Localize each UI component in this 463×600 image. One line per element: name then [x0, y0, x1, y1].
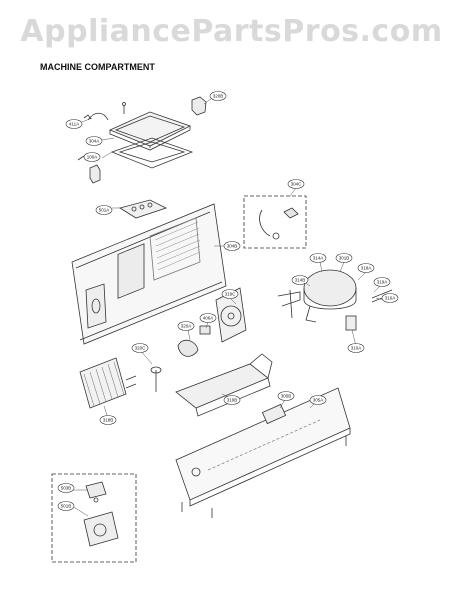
- callout-100a: 100A: [83, 152, 101, 162]
- valve-inset: [51, 473, 137, 563]
- callout-text: 320C: [135, 346, 147, 351]
- rear-panel: [71, 203, 227, 345]
- watermark-logo: AppliancePartsPros.com: [20, 14, 443, 49]
- callout-oval: [347, 343, 365, 353]
- callout-oval: [309, 253, 327, 263]
- callout-oval: [95, 205, 113, 215]
- callout-labels: 411A 304A 320B 100A 501A 304B 304C 314A 301B 314B…: [57, 91, 399, 511]
- callout-text: 320B: [213, 94, 224, 99]
- callout-text: 314A: [313, 256, 324, 261]
- callout-oval: [65, 119, 83, 129]
- callout-oval: [57, 501, 75, 511]
- callout-text: 305B: [281, 394, 292, 399]
- callout-oval: [291, 275, 309, 285]
- callout-text: 301B: [339, 256, 350, 261]
- base-plate: [175, 387, 351, 518]
- callout-320a: 320A: [177, 321, 195, 331]
- callout-320c: 320C: [131, 343, 149, 353]
- callout-304b: 304B: [223, 241, 241, 251]
- callout-305a: 305A: [309, 395, 327, 405]
- callout-oval: [223, 395, 241, 405]
- callout-501a: 501A: [95, 205, 113, 215]
- callout-text: 314B: [295, 278, 306, 283]
- callout-318a: 318A: [357, 263, 375, 273]
- callout-310a: 310A: [347, 343, 365, 353]
- callout-oval: [209, 91, 227, 101]
- callout-text: 304A: [89, 139, 100, 144]
- callout-oval: [335, 253, 353, 263]
- callout-314b: 314B: [291, 275, 309, 285]
- callout-oval: [309, 395, 327, 405]
- diagram-heading: MACHINE COMPARTMENT: [40, 62, 155, 72]
- callout-text: 319A: [377, 280, 388, 285]
- callout-oval: [57, 483, 75, 493]
- top-cover-assembly: [77, 96, 207, 219]
- callout-oval: [85, 136, 103, 146]
- callout-304a: 304A: [85, 136, 103, 146]
- callout-oval: [199, 313, 217, 323]
- callout-oval: [373, 277, 391, 287]
- callout-text: 304B: [227, 244, 238, 249]
- callout-text: 319C: [225, 292, 237, 297]
- callout-301b: 301B: [335, 253, 353, 263]
- callout-oval: [223, 241, 241, 251]
- callout-text: 501A: [99, 208, 110, 213]
- condenser-coil: [79, 357, 162, 409]
- callout-oval: [287, 179, 305, 189]
- callout-501b: 501B: [57, 501, 75, 511]
- callout-text: 316A: [385, 296, 396, 301]
- callout-oval: [277, 391, 295, 401]
- callout-text: 100A: [87, 155, 98, 160]
- callout-oval: [381, 293, 399, 303]
- callout-305b: 305B: [277, 391, 295, 401]
- callout-503b: 503B: [57, 483, 75, 493]
- callout-text: 310A: [351, 346, 362, 351]
- callout-oval: [83, 152, 101, 162]
- callout-text: 304C: [291, 182, 303, 187]
- callout-oval: [221, 289, 239, 299]
- wire-harness-box: [243, 195, 307, 249]
- callout-oval: [177, 321, 195, 331]
- compressor: [277, 269, 393, 331]
- callout-text: 318A: [361, 266, 372, 271]
- callout-text: 320A: [181, 324, 192, 329]
- callout-304c: 304C: [287, 179, 305, 189]
- callout-oval: [357, 263, 375, 273]
- callout-319a: 319A: [373, 277, 391, 287]
- callout-oval: [131, 343, 149, 353]
- callout-320b: 320B: [209, 91, 227, 101]
- callout-406a: 406A: [199, 313, 217, 323]
- callout-text: 503B: [61, 486, 72, 491]
- callout-text: 305A: [313, 398, 324, 403]
- callout-text: 406A: [203, 316, 214, 321]
- callout-318b: 318B: [99, 415, 117, 425]
- callout-314a: 314A: [309, 253, 327, 263]
- callout-text: 319B: [227, 398, 238, 403]
- callout-text: 318B: [103, 418, 114, 423]
- callout-319b: 319B: [223, 395, 241, 405]
- callout-316a: 316A: [381, 293, 399, 303]
- callout-319c: 319C: [221, 289, 239, 299]
- callout-text: 501B: [61, 504, 72, 509]
- callout-text: 411A: [69, 122, 79, 127]
- callout-411a: 411A: [65, 119, 83, 129]
- drain-duct: [175, 353, 273, 417]
- callout-oval: [99, 415, 117, 425]
